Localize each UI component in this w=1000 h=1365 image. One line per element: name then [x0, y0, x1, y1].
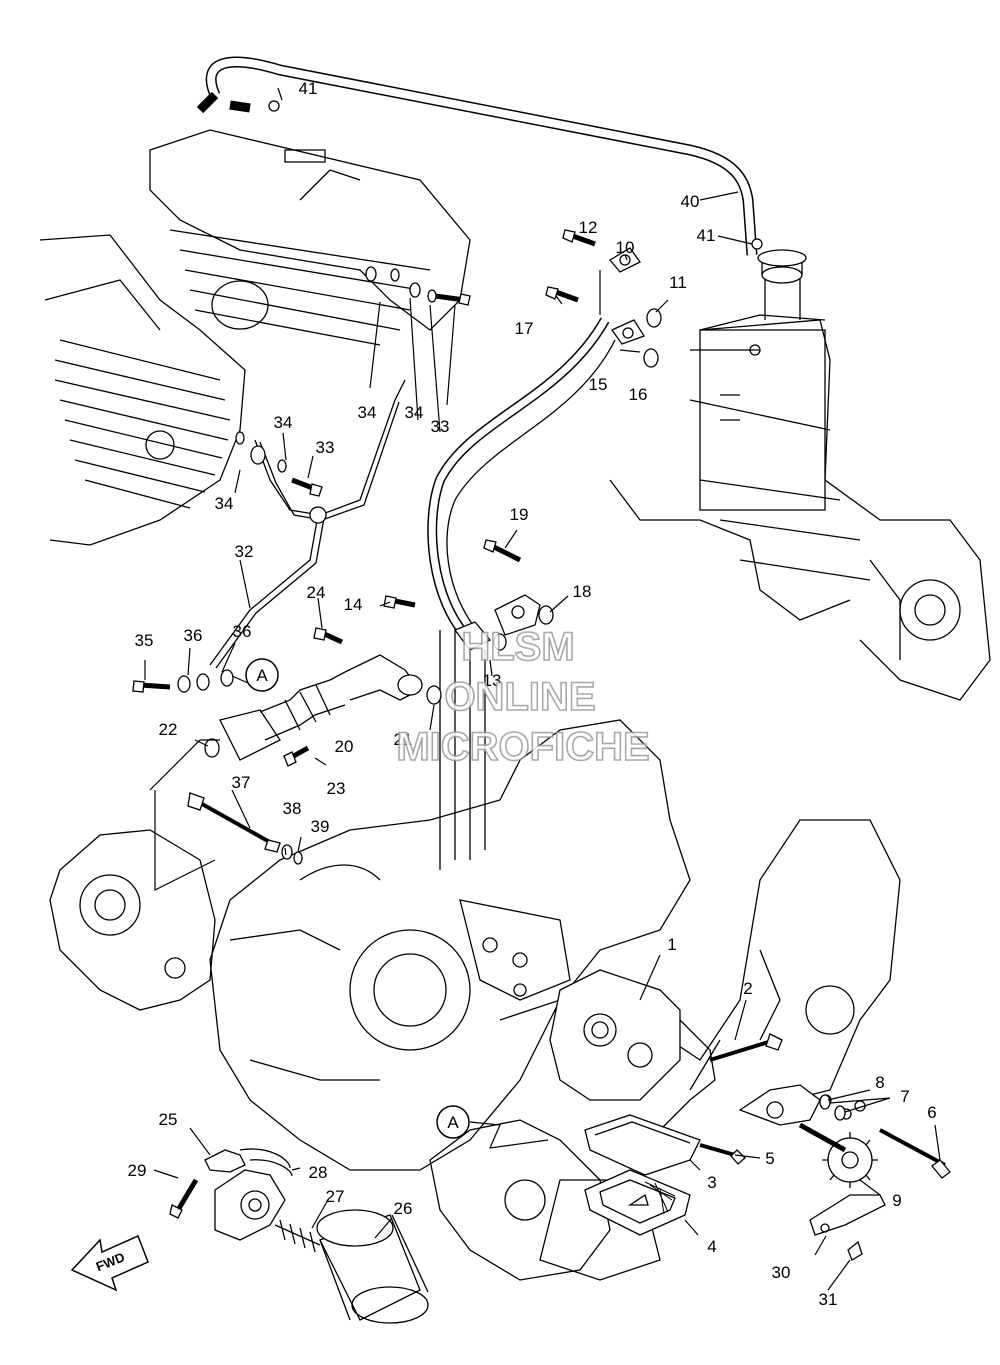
callout-28: 28: [309, 1163, 328, 1182]
callout-24: 24: [307, 583, 326, 602]
svg-text:MICROFICHE: MICROFICHE: [396, 725, 649, 769]
crankcase-main: [209, 719, 691, 1281]
callout-13: 13: [483, 671, 502, 690]
callout-14: 14: [344, 595, 363, 614]
fwd-arrow-icon: FWD: [70, 1234, 149, 1292]
svg-text:HLSM: HLSM: [461, 625, 574, 669]
hose-clamps-28: [239, 1148, 293, 1177]
svg-text:A: A: [447, 1113, 459, 1132]
callout-15: 15: [589, 375, 608, 394]
crankcase-right: [609, 319, 991, 701]
callout-21: 21: [394, 730, 413, 749]
svg-text:A: A: [256, 666, 268, 685]
callout-27: 27: [326, 1187, 345, 1206]
oil-filter: [316, 1209, 429, 1324]
callout-31: 31: [819, 1290, 838, 1309]
callout-33b: 33: [431, 417, 450, 436]
callout-11: 11: [669, 273, 687, 292]
callout-22: 22: [159, 720, 178, 739]
breather-hose: [196, 56, 758, 256]
callout-37: 37: [232, 773, 251, 792]
callout-10: 10: [616, 238, 635, 257]
pump-drive-assembly: [709, 1033, 951, 1179]
callout-40: 40: [681, 192, 700, 211]
callout-32: 32: [235, 542, 254, 561]
oil-pump-gasket: [584, 1114, 701, 1176]
callout-labels: 1 2 3 4 5 6 7 8 9 10 11 12 13 14 15 16 1…: [128, 79, 937, 1309]
oil-pipe: [209, 379, 406, 669]
pump-drive-gear: [798, 1122, 878, 1188]
callout-19: 19: [510, 505, 529, 524]
bracket-and-bolts: [699, 1143, 886, 1261]
callout-18: 18: [573, 582, 592, 601]
oil-strainer-pipe: [219, 654, 423, 761]
callout-4: 4: [707, 1237, 716, 1256]
callout-29: 29: [128, 1161, 147, 1180]
oil-pump: [549, 969, 721, 1131]
callout-34d: 34: [405, 403, 424, 422]
callout-1: 1: [667, 935, 676, 954]
callout-12: 12: [579, 218, 598, 237]
callout-17: 17: [515, 319, 534, 338]
callout-41a: 41: [299, 79, 318, 98]
callout-26: 26: [394, 1199, 413, 1218]
oil-filter-spring: [274, 1219, 321, 1253]
callout-25: 25: [159, 1110, 178, 1129]
reference-marker-a-bottom: A: [436, 1105, 470, 1139]
callout-33a: 33: [316, 438, 335, 457]
callout-3: 3: [707, 1173, 716, 1192]
oil-filter-cover: [204, 1149, 286, 1241]
clutch-cover: [49, 829, 216, 1011]
callout-41b: 41: [697, 226, 716, 245]
callout-38: 38: [283, 799, 302, 818]
callout-20: 20: [335, 737, 354, 756]
callout-9: 9: [892, 1191, 901, 1210]
callout-2: 2: [743, 979, 752, 998]
callout-36a: 36: [184, 626, 203, 645]
callout-5: 5: [765, 1149, 774, 1168]
reference-marker-a-top: A: [245, 658, 279, 692]
callout-34b: 34: [274, 413, 293, 432]
watermark: HLSM ONLINE MICROFICHE: [396, 624, 651, 770]
callout-16: 16: [629, 385, 648, 404]
cylinder-head-front: [39, 234, 246, 546]
callout-34a: 34: [215, 494, 234, 513]
oil-tank: [699, 249, 826, 511]
callout-34c: 34: [358, 403, 377, 422]
callout-36b: 36: [233, 622, 252, 641]
svg-text:ONLINE: ONLINE: [444, 675, 595, 719]
callout-7: 7: [900, 1087, 909, 1106]
oil-screen: [584, 1169, 691, 1236]
callout-23: 23: [327, 779, 346, 798]
callout-39: 39: [311, 817, 330, 836]
oil-hose-assembly: [427, 317, 616, 870]
cylinder-head-rear: [149, 129, 471, 346]
leader-lines: [144, 87, 941, 1291]
callout-30: 30: [772, 1263, 791, 1282]
callout-35: 35: [135, 631, 154, 650]
small-parts: [132, 100, 846, 1219]
callout-8: 8: [875, 1073, 884, 1092]
callout-6: 6: [927, 1103, 936, 1122]
